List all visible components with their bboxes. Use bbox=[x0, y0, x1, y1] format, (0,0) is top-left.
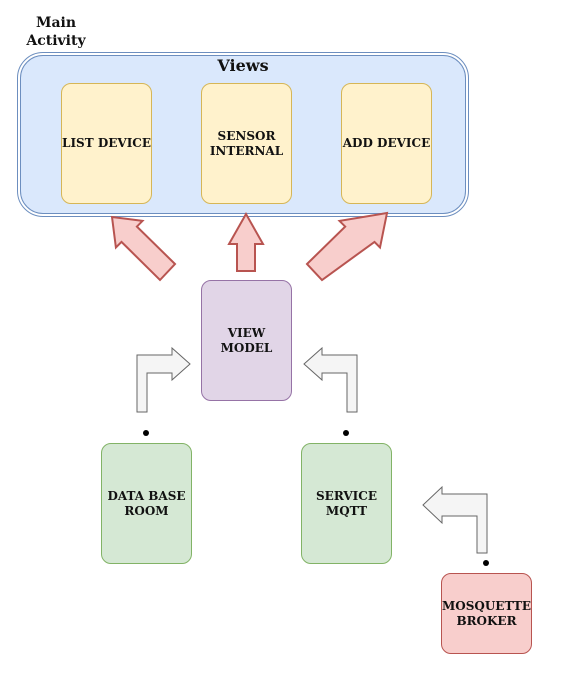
database-room-node: DATA BASE ROOM bbox=[101, 443, 192, 564]
sensor-internal-label: SENSOR INTERNAL bbox=[209, 128, 284, 158]
arrow-db-to-viewmodel bbox=[136, 346, 191, 413]
mqtt-connection-dot bbox=[343, 430, 349, 436]
service-mqtt-label: SERVICE MQTT bbox=[316, 488, 377, 518]
database-room-label: DATA BASE ROOM bbox=[107, 488, 186, 518]
add-device-node: ADD DEVICE bbox=[341, 83, 432, 204]
views-title: Views bbox=[217, 56, 269, 75]
view-model-node: VIEW MODEL bbox=[201, 280, 292, 401]
main-activity-label: Main Activity bbox=[26, 15, 86, 49]
list-device-node: LIST DEVICE bbox=[61, 83, 152, 204]
service-mqtt-node: SERVICE MQTT bbox=[301, 443, 392, 564]
add-device-label: ADD DEVICE bbox=[342, 136, 431, 150]
mosquette-broker-label: MOSQUETTE BROKER bbox=[441, 598, 532, 628]
arrow-to-add-device bbox=[305, 211, 389, 282]
sensor-internal-node: SENSOR INTERNAL bbox=[201, 83, 292, 204]
view-model-label: VIEW MODEL bbox=[220, 325, 273, 355]
arrow-to-sensor-internal bbox=[227, 211, 265, 272]
arrow-to-list-device bbox=[110, 215, 177, 282]
arrow-mqtt-to-viewmodel bbox=[303, 346, 358, 413]
list-device-label: LIST DEVICE bbox=[62, 136, 151, 150]
mosquette-broker-node: MOSQUETTE BROKER bbox=[441, 573, 532, 654]
db-connection-dot bbox=[143, 430, 149, 436]
broker-connection-dot bbox=[483, 560, 489, 566]
arrow-broker-to-mqtt bbox=[422, 485, 488, 554]
views-container-outline bbox=[17, 52, 469, 217]
